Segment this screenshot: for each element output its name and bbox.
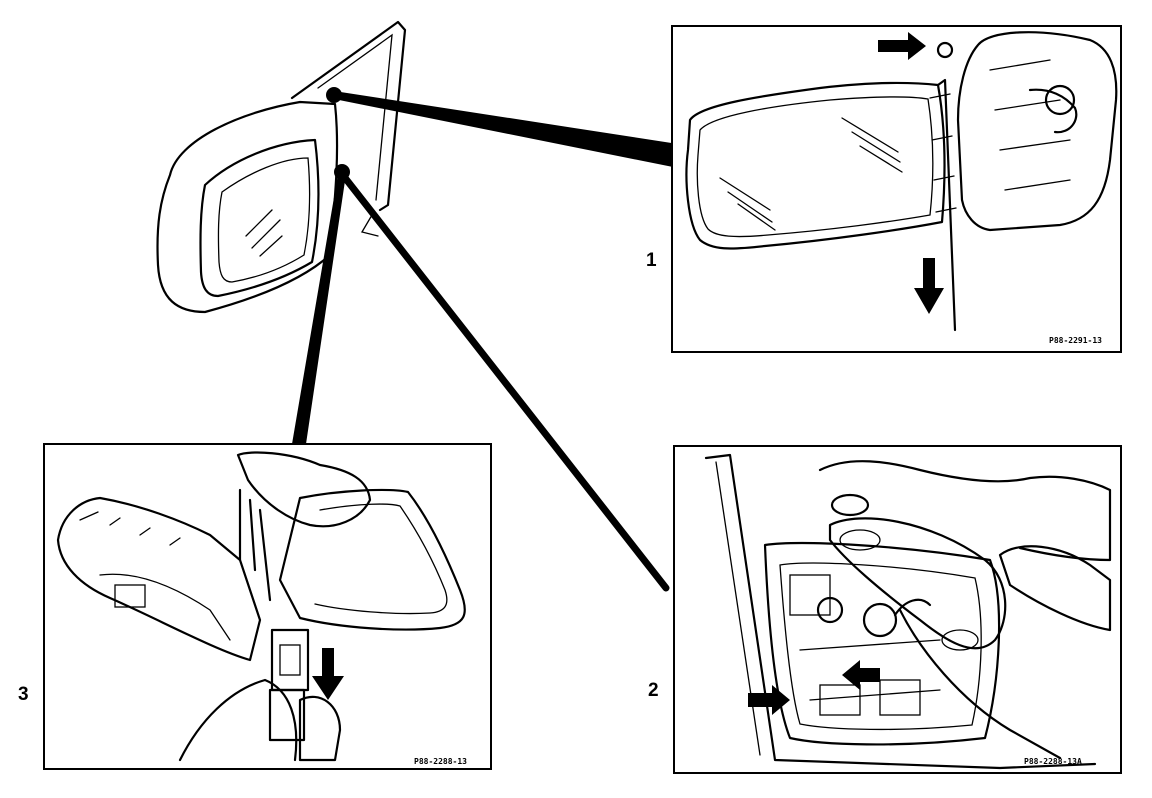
panel-1-code: P88-2291-13 bbox=[1049, 336, 1102, 345]
release-point-icon bbox=[936, 41, 954, 59]
panel-1-number: 1 bbox=[646, 250, 657, 271]
door-pillar bbox=[290, 20, 407, 212]
mirror-housing bbox=[156, 100, 339, 314]
mirror-housing-open bbox=[956, 31, 1118, 232]
panel-3-number: 3 bbox=[18, 684, 29, 705]
release-rod bbox=[936, 78, 957, 332]
hand-bottom-right bbox=[298, 695, 342, 762]
panel-3-frame bbox=[43, 443, 492, 770]
arrow-right-icon bbox=[878, 32, 926, 60]
leader-lines bbox=[292, 91, 678, 592]
panel-1: P88-2291-13 bbox=[671, 25, 1122, 353]
panel-3: P88-2288-13 bbox=[43, 443, 492, 770]
arrow-down-icon bbox=[914, 258, 944, 314]
panel-1-frame bbox=[671, 25, 1122, 353]
hand-top bbox=[236, 451, 372, 528]
mirror-glass bbox=[685, 81, 946, 250]
leader-to-panel-2 bbox=[338, 170, 670, 592]
hand-right bbox=[998, 545, 1112, 632]
panel-2-code: P88-2288-13A bbox=[1024, 757, 1082, 766]
panel-2-frame bbox=[673, 445, 1122, 774]
door-frame bbox=[704, 453, 1097, 770]
leader-to-panel-3 bbox=[292, 174, 346, 444]
overview-mirror bbox=[156, 20, 407, 314]
hand-grip bbox=[1028, 88, 1078, 134]
mirror-glass bbox=[278, 488, 466, 631]
hand-bottom bbox=[178, 678, 298, 762]
panel-2: P88-2288-13A bbox=[673, 445, 1122, 774]
glass-cover bbox=[828, 517, 1007, 650]
mirror-housing bbox=[56, 496, 262, 662]
mirror-glass-frame bbox=[199, 138, 320, 298]
leader-to-panel-1 bbox=[334, 91, 678, 168]
panel-2-number: 2 bbox=[648, 680, 659, 701]
cable bbox=[898, 608, 1062, 760]
arrow-left-icon bbox=[842, 660, 880, 690]
arrow-down-icon bbox=[312, 648, 344, 700]
arrow-right-icon bbox=[748, 685, 790, 715]
panel-3-code: P88-2288-13 bbox=[414, 757, 467, 766]
cable-bundle bbox=[238, 488, 272, 602]
hand-top bbox=[818, 460, 1112, 562]
